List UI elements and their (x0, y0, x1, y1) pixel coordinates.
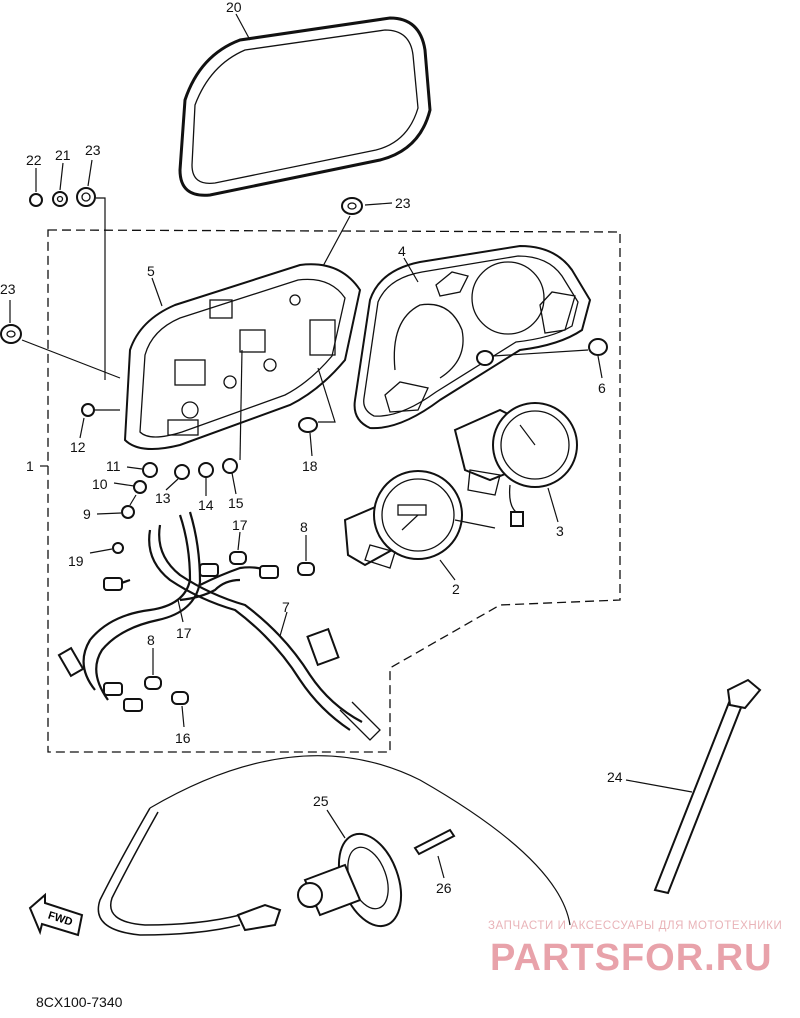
callout-20: 20 (226, 0, 242, 15)
diagram-code: 8CX100-7340 (36, 994, 123, 1010)
part-24-speedometer-cable[interactable] (97, 678, 762, 936)
callout-14: 14 (198, 497, 214, 513)
leader-18 (309, 432, 313, 457)
callout-16: 16 (175, 730, 191, 746)
part-13-nut[interactable] (174, 464, 190, 480)
watermark-brand-logo: PARTSFOR.RU (490, 937, 773, 979)
watermark-tagline: ЗАПЧАСТИ И АКСЕССУАРЫ ДЛЯ МОТОТЕХНИКИ (488, 920, 783, 932)
callout-5: 5 (147, 263, 155, 279)
leader-19 (89, 548, 113, 554)
part-18-grommet[interactable] (298, 417, 318, 433)
callout-12: 12 (70, 439, 86, 455)
leader-23b-drop (321, 215, 351, 269)
callout-23: 23 (85, 142, 101, 158)
part-5-meter-case[interactable] (123, 263, 362, 450)
leader-23a (87, 159, 93, 187)
callout-2: 2 (452, 581, 460, 597)
callout-1: 1 (26, 458, 34, 474)
leader-15 (231, 472, 237, 495)
callout-18: 18 (302, 458, 318, 474)
leader-25 (326, 809, 346, 839)
callout-19: 19 (68, 553, 84, 569)
callout-24: 24 (607, 769, 623, 785)
callout-26: 26 (436, 880, 452, 896)
part-20-gasket[interactable] (178, 16, 432, 197)
part-23-grommet-a[interactable] (76, 187, 96, 207)
callout-15: 15 (228, 495, 244, 511)
fwd-direction-arrow: FWD (28, 892, 84, 937)
callout-13: 13 (155, 490, 171, 506)
callout-23: 23 (395, 195, 411, 211)
part-4-meter-cover[interactable] (353, 244, 592, 430)
harness-sockets (103, 563, 279, 712)
callout-labels: 20 22 21 23 23 23 5 4 6 1 12 11 10 13 14… (0, 0, 623, 896)
part-9-screw[interactable] (121, 494, 137, 519)
leader-6b (492, 349, 589, 357)
part-22-nut[interactable] (29, 193, 43, 207)
callout-25: 25 (313, 793, 329, 809)
leader-13 (165, 478, 179, 491)
leader-4 (403, 257, 419, 283)
part-23-grommet-b[interactable] (341, 197, 363, 215)
leader-3 (547, 487, 559, 523)
part-15-nut[interactable] (222, 458, 238, 474)
callout-3: 3 (556, 523, 564, 539)
leader-15-up (239, 349, 243, 461)
part-12-screw[interactable] (81, 403, 120, 417)
part-6-mount-grommet[interactable] (476, 350, 494, 366)
callout-7: 7 (282, 599, 290, 615)
callout-10: 10 (92, 476, 108, 492)
leader-17b (177, 599, 184, 623)
assembly-boundary-dashed (47, 229, 621, 753)
part-6-bulb[interactable] (588, 338, 608, 356)
callout-9: 9 (83, 506, 91, 522)
callout-4: 4 (398, 243, 406, 259)
part-8-bulb-b[interactable] (144, 676, 162, 690)
leader-17a (237, 531, 241, 551)
part-10-nut[interactable] (133, 480, 147, 494)
leader-26 (437, 855, 445, 879)
leader-7 (279, 611, 288, 637)
part-21-washer[interactable] (52, 191, 68, 207)
leader-11 (126, 466, 143, 470)
part-16-bulb[interactable] (171, 691, 189, 705)
part-26-pin[interactable] (413, 828, 456, 856)
part-17-bulb-a[interactable] (229, 551, 247, 565)
leader-6 (597, 355, 603, 379)
callout-8: 8 (147, 632, 155, 648)
part-2-speedometer[interactable] (343, 470, 496, 569)
callout-17: 17 (232, 517, 248, 533)
callout-22: 22 (26, 152, 42, 168)
part-3-tachometer[interactable] (453, 402, 578, 527)
leader-10 (113, 482, 135, 487)
callout-6: 6 (598, 380, 606, 396)
callout-17: 17 (176, 625, 192, 641)
part-14-nut[interactable] (198, 462, 214, 478)
leader-23b (364, 202, 393, 206)
callout-8: 8 (300, 519, 308, 535)
leader-20 (235, 13, 251, 41)
leader-12 (79, 417, 85, 439)
leader-23c-drop (21, 339, 121, 379)
leader-24 (625, 779, 693, 793)
part-25-speedometer-gear[interactable] (297, 825, 413, 934)
leader-21 (59, 162, 64, 191)
callout-11: 11 (106, 458, 121, 474)
leader-23a-drop (96, 197, 106, 380)
callout-23: 23 (0, 281, 16, 297)
part-7-wire-harness[interactable] (57, 511, 381, 741)
leader-16 (181, 705, 185, 728)
leader-5 (151, 277, 163, 307)
leader-9 (96, 512, 122, 515)
leader-2 (439, 559, 456, 581)
leader-18-up (317, 367, 336, 423)
part-8-bulb-a[interactable] (297, 562, 315, 576)
callout-21: 21 (55, 147, 71, 163)
part-11-nut[interactable] (142, 462, 158, 478)
part-23-grommet-c[interactable] (0, 324, 22, 344)
part-19-screw[interactable] (112, 542, 124, 554)
